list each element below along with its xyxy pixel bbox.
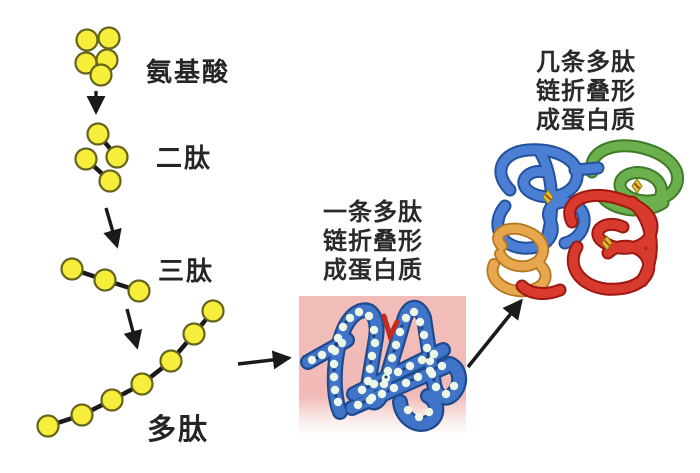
right-arrow-icon [237, 350, 292, 370]
red-subunit [515, 188, 659, 300]
polypeptide-label: 多肽 [147, 414, 210, 446]
tripeptide-label: 三肽 [158, 256, 215, 286]
amino-acid-molecules-icon [74, 26, 121, 87]
tripeptide-molecules-icon [60, 257, 151, 303]
amino-acid-label: 氨基酸 [146, 57, 231, 87]
dipeptide-label: 二肽 [156, 143, 213, 173]
up-right-arrow-icon [466, 298, 523, 369]
tube-dots [315, 320, 438, 404]
single-chain-caption: 一条多肽 链折叠形 成蛋白质 [323, 199, 423, 284]
red-accent-icon [381, 313, 400, 343]
multi-chain-protein-image [486, 139, 684, 300]
dipeptide-molecules-icon [74, 122, 129, 193]
polypeptide-chain-icon [36, 299, 225, 438]
multi-chain-caption: 几条多肽 链折叠形 成蛋白质 [536, 49, 636, 134]
heme-marks [545, 183, 640, 246]
single-chain-protein-image [299, 296, 468, 436]
down-right-arrow-icon [103, 207, 122, 249]
tube-beads [307, 307, 459, 422]
down-right-arrow-icon [123, 308, 143, 350]
